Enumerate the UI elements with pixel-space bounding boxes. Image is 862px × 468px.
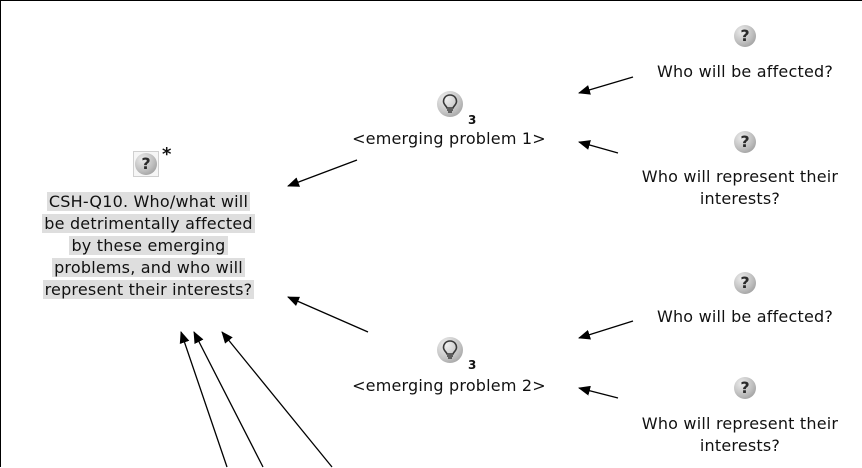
question-line: Who will represent their <box>641 167 839 186</box>
main-question-line: by these emerging <box>69 236 228 255</box>
question-affected-1-node[interactable]: Who will be affected? <box>627 61 862 83</box>
question-icon[interactable]: ? <box>734 272 756 294</box>
arrow-represent-2-to-problem-2 <box>578 385 619 399</box>
question-icon[interactable]: ? <box>734 25 756 47</box>
main-question-line: problems, and who will <box>52 258 245 277</box>
lightbulb-icon[interactable] <box>437 91 463 117</box>
emerging-problem-1-node[interactable]: <emerging problem 1> <box>352 129 546 148</box>
question-line: Who will be affected? <box>656 62 834 81</box>
lightbulb-icon[interactable] <box>437 337 463 363</box>
arrow-affected-1-to-problem-1 <box>578 76 634 95</box>
main-question-line: CSH-Q10. Who/what will <box>46 192 251 211</box>
question-represent-1-node[interactable]: Who will represent their interests? <box>617 166 862 210</box>
arrow-represent-1-to-problem-1 <box>578 140 619 154</box>
main-question-line: be detrimentally affected <box>42 214 255 233</box>
question-icon[interactable]: ? <box>135 153 157 175</box>
problem-count-badge: 3 <box>468 358 477 372</box>
question-line: interests? <box>699 436 781 455</box>
arrow-offscreen-2-to-main <box>193 331 264 468</box>
question-line: Who will be affected? <box>656 307 834 326</box>
main-question-line: represent their interests? <box>42 280 255 299</box>
emerging-problem-2-node[interactable]: <emerging problem 2> <box>352 376 546 395</box>
problem-count-badge: 3 <box>468 113 477 127</box>
arrow-affected-2-to-problem-2 <box>578 320 634 340</box>
arrow-offscreen-1-to-main <box>179 331 228 468</box>
question-line: Who will represent their <box>641 414 839 433</box>
question-line: interests? <box>699 189 781 208</box>
question-icon[interactable]: ? <box>734 377 756 399</box>
arrow-problem-1-to-main <box>287 159 358 187</box>
arrow-offscreen-3-to-main <box>221 331 333 468</box>
main-question-node[interactable]: CSH-Q10. Who/what will be detrimentally … <box>11 191 286 301</box>
question-affected-2-node[interactable]: Who will be affected? <box>627 306 862 328</box>
question-represent-2-node[interactable]: Who will represent their interests? <box>617 413 862 457</box>
asterisk-marker: * <box>162 144 172 165</box>
question-icon[interactable]: ? <box>734 131 756 153</box>
arrow-problem-2-to-main <box>287 296 369 333</box>
